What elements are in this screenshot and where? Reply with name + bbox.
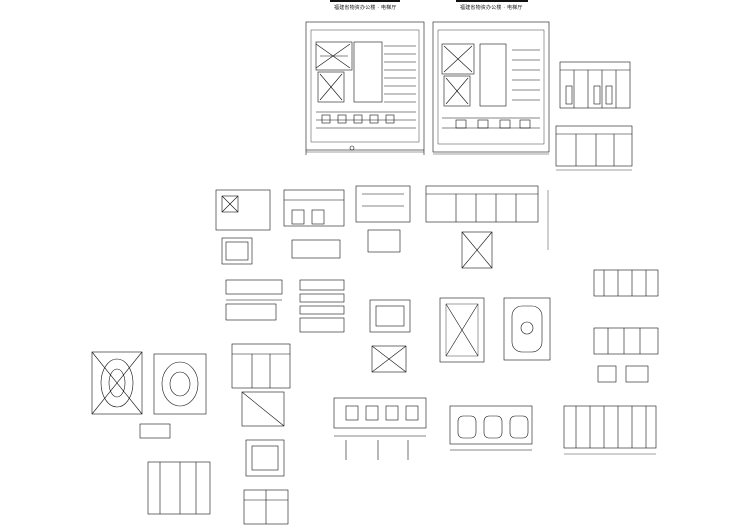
drawing-title-right: 福建省物资办公楼 · 电梯厅: [460, 5, 523, 11]
elevation-right-middle: [593, 269, 659, 383]
drawing-title-left: 福建省物资办公楼 · 电梯厅: [334, 5, 397, 11]
plan-right-large: [432, 21, 550, 155]
plan-left-lower: [91, 351, 211, 515]
elevation-stack-center-left: [231, 343, 291, 525]
elevation-long-middle: [425, 185, 549, 269]
plan-center-pair: [369, 297, 551, 373]
title-underline-left: [330, 0, 400, 2]
elevation-top-right: [555, 61, 633, 171]
detail-cluster-middle-left: [215, 185, 411, 333]
elevation-bottom-right: [449, 405, 657, 455]
elevation-bottom-center: [333, 397, 427, 460]
title-underline-right: [456, 0, 528, 2]
plan-left-large: [305, 21, 425, 155]
